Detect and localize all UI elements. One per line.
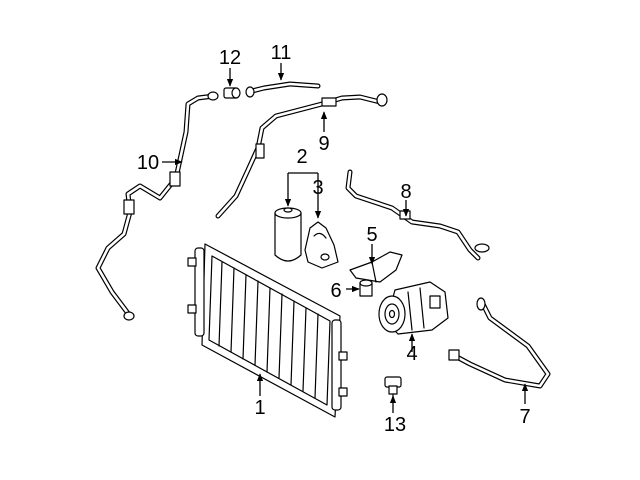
leader-lines	[162, 63, 529, 413]
condenser-part[interactable]	[187, 243, 348, 418]
callout-13: 13	[384, 414, 406, 436]
callout-11: 11	[271, 42, 292, 64]
discharge-line-part[interactable]	[448, 297, 551, 389]
callout-10: 10	[137, 152, 159, 174]
callout-3: 3	[312, 177, 323, 199]
valve-core-part[interactable]	[223, 87, 241, 99]
pressure-hose-part[interactable]	[95, 91, 219, 321]
condenser-fins	[218, 261, 319, 399]
callout-1: 1	[254, 397, 265, 419]
receiver-drier-part[interactable]	[274, 207, 302, 262]
callout-labels: 1 2 3 4 5 6 7 8 9 10 11 12 13	[137, 42, 531, 436]
compressor-part[interactable]	[378, 281, 449, 335]
callout-7: 7	[519, 406, 530, 428]
callout-9: 9	[318, 133, 329, 155]
callout-2: 2	[296, 146, 307, 168]
mounting-bracket-part[interactable]	[349, 251, 403, 283]
tube-part[interactable]	[245, 81, 321, 98]
callout-12: 12	[219, 47, 241, 69]
callout-5: 5	[366, 224, 377, 246]
drier-bracket-part[interactable]	[304, 221, 339, 269]
callout-6: 6	[330, 280, 341, 302]
suction-hose-part[interactable]	[215, 93, 388, 219]
callout-4: 4	[406, 343, 417, 365]
pressure-switch-part[interactable]	[384, 376, 402, 400]
callout-8: 8	[400, 181, 411, 203]
grommet-part[interactable]	[359, 279, 373, 297]
